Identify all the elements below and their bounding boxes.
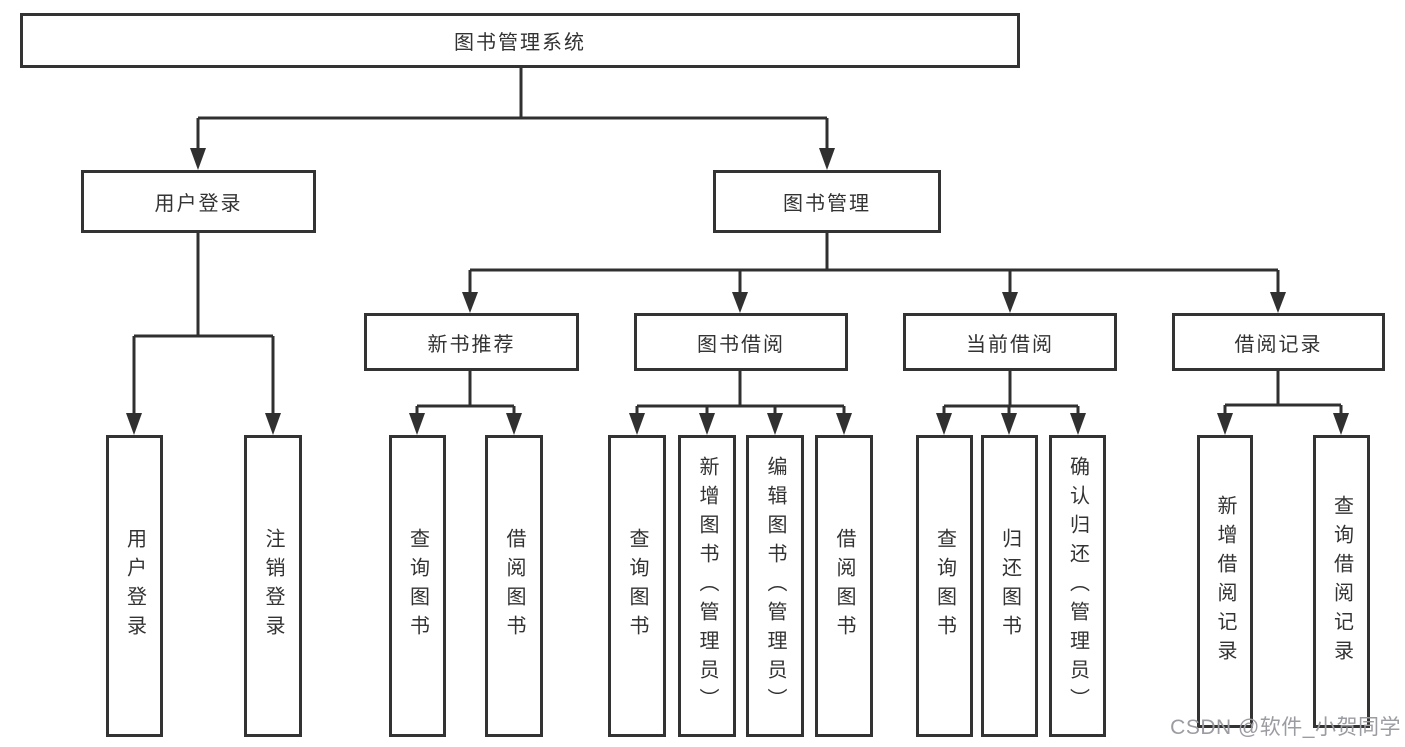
leaf-add-book-label: 新增图书（管理员） xyxy=(696,455,718,717)
leaf-borrow-book-1: 借阅图书 xyxy=(485,435,543,737)
leaf-user-login-label: 用户登录 xyxy=(123,528,146,644)
node-borrow-record: 借阅记录 xyxy=(1172,313,1385,371)
arrowheads-level2 xyxy=(190,148,835,170)
leaf-query-book-2-label: 查询图书 xyxy=(626,528,648,644)
node-book-mgmt-label: 图书管理 xyxy=(783,193,871,215)
connector-current-borrow-children xyxy=(942,371,1080,416)
node-user-login-label: 用户登录 xyxy=(154,193,243,215)
node-book-borrow-label: 图书借阅 xyxy=(697,333,785,356)
connector-borrow-record-children xyxy=(1223,371,1343,416)
node-root-label: 图书管理系统 xyxy=(454,32,586,54)
leaf-edit-book: 编辑图书（管理员） xyxy=(746,435,804,737)
csdn-watermark: CSDN @软件_小贺同学 xyxy=(1170,716,1401,739)
leaf-return-book: 归还图书 xyxy=(981,435,1038,737)
leaf-user-login: 用户登录 xyxy=(106,435,163,737)
leaf-query-record: 查询借阅记录 xyxy=(1313,435,1370,728)
node-new-book-rec-label: 新书推荐 xyxy=(427,333,516,356)
connector-book-borrow-children xyxy=(635,371,846,416)
leaf-borrow-book-1-label: 借阅图书 xyxy=(503,528,525,644)
leaf-query-book-1-label: 查询图书 xyxy=(406,528,429,644)
arrowheads-borrow-record-children xyxy=(1217,413,1349,435)
leaf-confirm-return-label: 确认归还（管理员） xyxy=(1066,455,1089,717)
leaf-query-book-3: 查询图书 xyxy=(916,435,973,737)
leaf-edit-book-label: 编辑图书（管理员） xyxy=(764,455,786,717)
node-root: 图书管理系统 xyxy=(20,13,1020,68)
node-book-mgmt: 图书管理 xyxy=(713,170,941,233)
leaf-add-record-label: 新增借阅记录 xyxy=(1214,494,1236,669)
node-new-book-rec: 新书推荐 xyxy=(364,313,579,371)
leaf-confirm-return: 确认归还（管理员） xyxy=(1049,435,1106,737)
node-user-login: 用户登录 xyxy=(81,170,316,233)
leaf-borrow-book-2-label: 借阅图书 xyxy=(833,528,855,644)
node-current-borrow-label: 当前借阅 xyxy=(966,333,1054,356)
connector-new-book-rec-children xyxy=(415,371,516,416)
arrowheads-new-book-rec-children xyxy=(409,413,522,435)
node-book-borrow: 图书借阅 xyxy=(634,313,848,371)
leaf-add-book: 新增图书（管理员） xyxy=(678,435,736,737)
leaf-query-record-label: 查询借阅记录 xyxy=(1330,494,1353,669)
leaf-return-book-label: 归还图书 xyxy=(998,528,1021,644)
arrowheads-current-borrow-children xyxy=(936,413,1086,435)
leaf-add-record: 新增借阅记录 xyxy=(1197,435,1253,728)
arrowheads-user-login-children xyxy=(126,413,281,435)
arrowheads-level3 xyxy=(462,292,1286,313)
leaf-logout: 注销登录 xyxy=(244,435,302,737)
leaf-borrow-book-2: 借阅图书 xyxy=(815,435,873,737)
leaf-query-book-3-label: 查询图书 xyxy=(933,528,956,644)
leaf-query-book-1: 查询图书 xyxy=(389,435,446,737)
arrowheads-book-borrow-children xyxy=(629,413,852,435)
connector-book-mgmt-children xyxy=(468,233,1280,296)
leaf-logout-label: 注销登录 xyxy=(262,528,284,644)
node-current-borrow: 当前借阅 xyxy=(903,313,1117,371)
node-borrow-record-label: 借阅记录 xyxy=(1234,333,1323,356)
leaf-query-book-2: 查询图书 xyxy=(608,435,666,737)
connector-root-to-level2 xyxy=(196,68,829,152)
connector-user-login-children xyxy=(132,233,275,416)
